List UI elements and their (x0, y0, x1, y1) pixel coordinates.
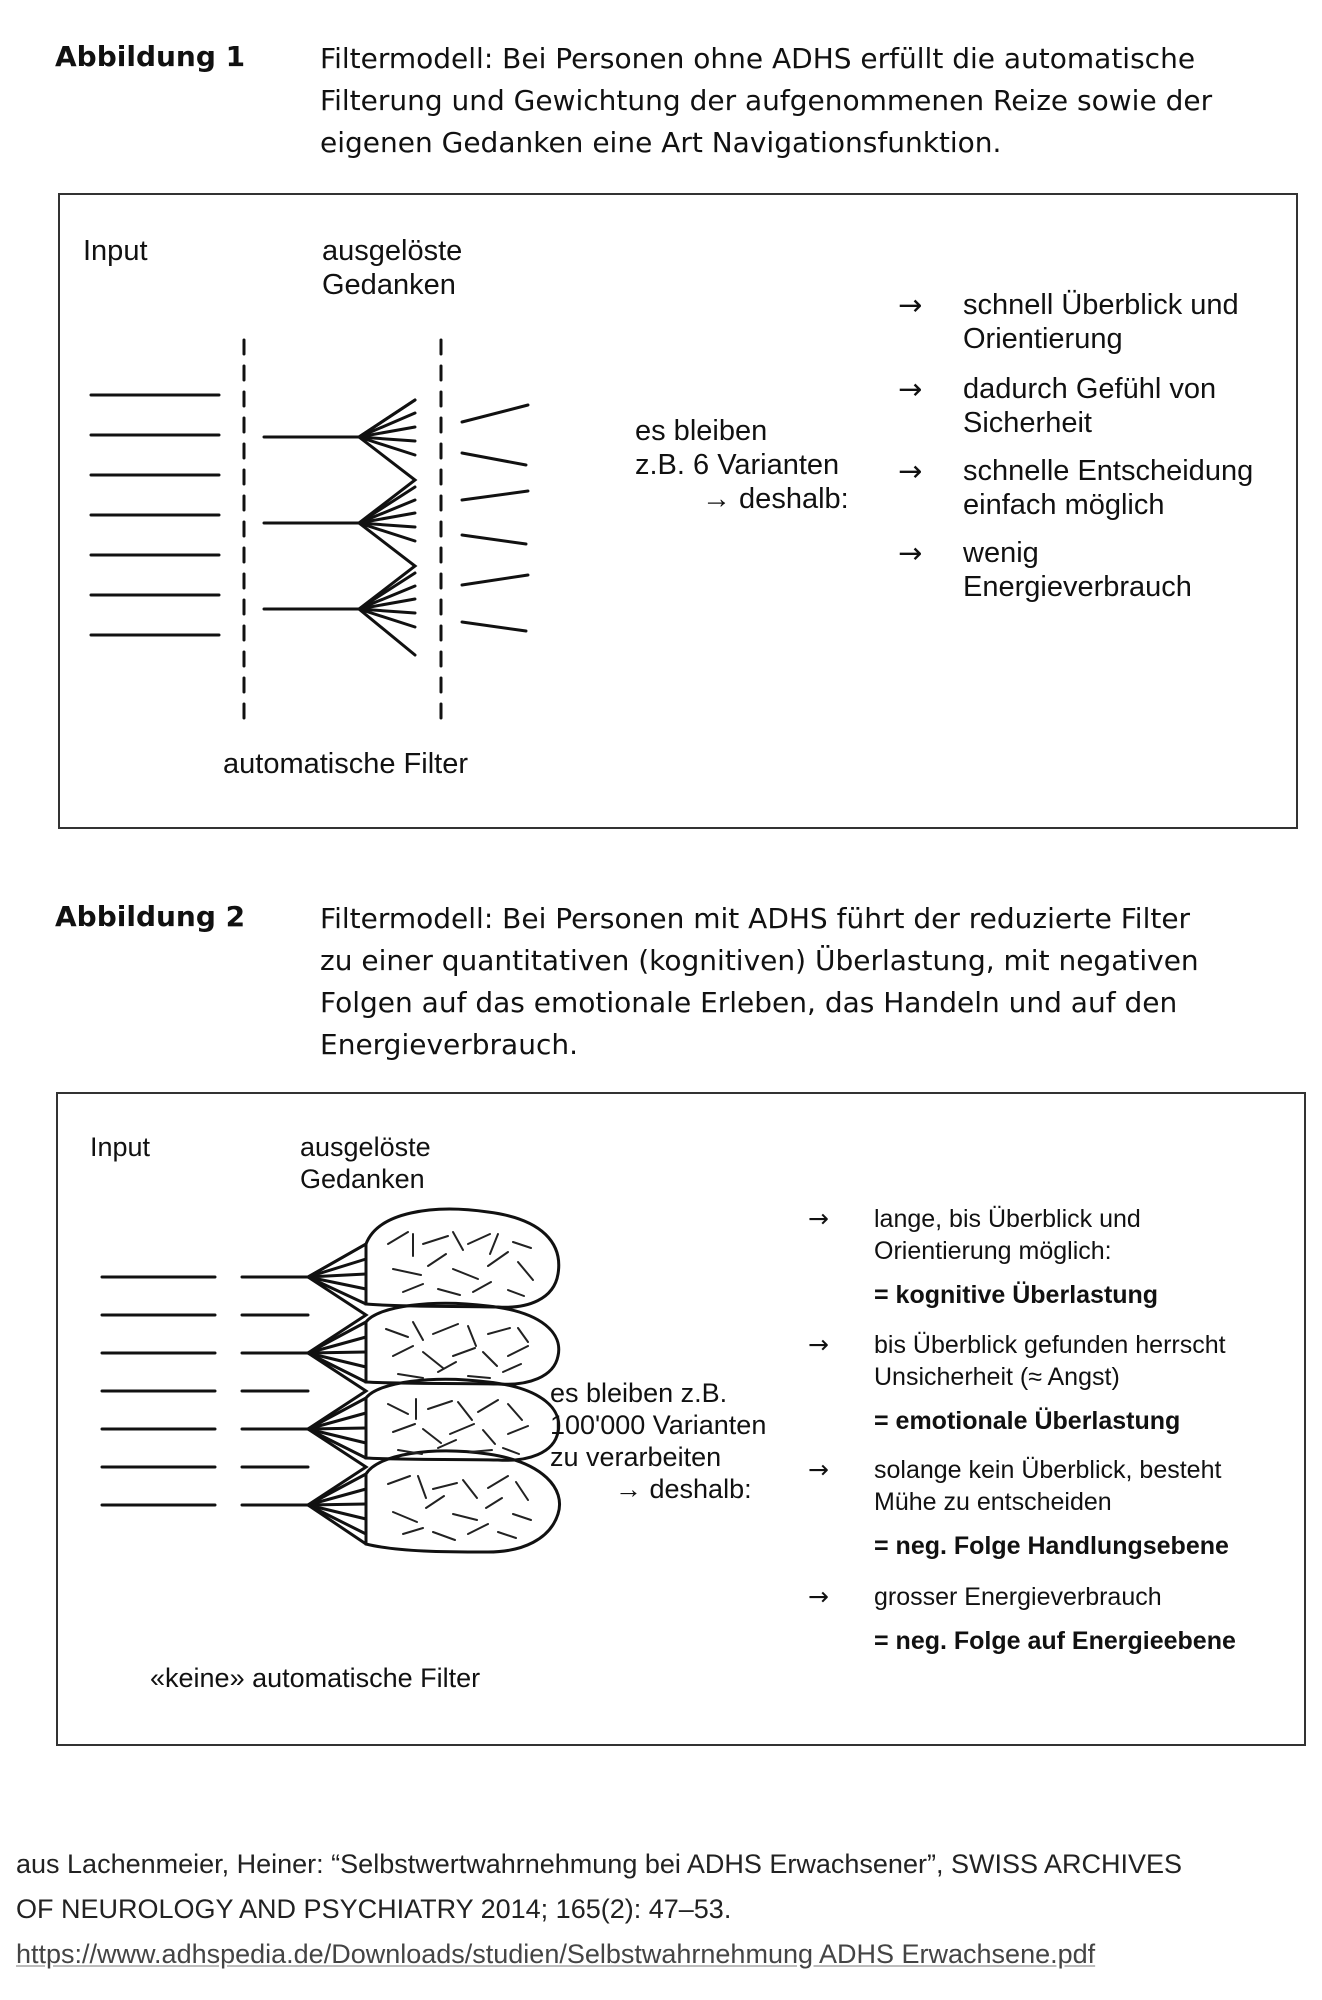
arrow-icon: → (808, 1330, 829, 1359)
figure2-caption: Filtermodell: Bei Personen mit ADHS führ… (320, 898, 1280, 1066)
figure1-caption-line: Filtermodell: Bei Personen ohne ADHS erf… (320, 42, 1196, 75)
consequence-item: wenig Energieverbrauch (963, 537, 1192, 603)
arrow-icon: → (808, 1455, 829, 1484)
source-link[interactable]: https://www.adhspedia.de/Downloads/studi… (16, 1939, 1096, 1969)
figure1-drawing (89, 338, 530, 722)
figure1-caption-line: eigenen Gedanken eine Art Navigationsfun… (320, 126, 1002, 159)
thought-cloud (364, 1377, 561, 1462)
thought-cloud (364, 1449, 561, 1554)
output-line (460, 451, 528, 467)
figure2-caption-line: Filtermodell: Bei Personen mit ADHS führ… (320, 902, 1191, 935)
consequence-item: schnell Überblick und Orientierung (963, 289, 1239, 355)
output-line (460, 489, 530, 502)
input-label: Input (83, 235, 148, 267)
middle-text: es bleiben z.B. 6 Varianten → deshalb: (635, 415, 849, 515)
consequence-result: = neg. Folge auf Energieebene (874, 1627, 1236, 1655)
output-line (460, 533, 528, 546)
zigzag-line (356, 398, 418, 657)
figure1-caption: Filtermodell: Bei Personen ohne ADHS erf… (320, 38, 1280, 164)
thought-cloud (364, 1301, 561, 1386)
consequence-item: schnelle Entscheidung einfach möglich (963, 455, 1254, 521)
consequence-item: solange kein Überblick, besteht Mühe zu … (874, 1456, 1229, 1560)
output-line (460, 403, 530, 424)
source-citation: aus Lachenmeier, Heiner: “Selbstwertwahr… (16, 1842, 1316, 1977)
zigzag-line (305, 1242, 369, 1546)
arrow-icon: → (898, 536, 923, 570)
arrow-icon: → (898, 454, 923, 488)
consequence-item: bis Überblick gefunden herrscht Unsicher… (874, 1331, 1226, 1435)
arrow-icon: → (808, 1582, 829, 1611)
middle-text: es bleiben z.B. 100'000 Varianten zu ver… (550, 1378, 767, 1504)
output-line (460, 573, 530, 587)
filter-label: automatische Filter (223, 748, 468, 780)
figure1-diagram: Input ausgelöste Gedanken automatische F… (58, 193, 1298, 829)
figure1-caption-line: Filterung und Gewichtung der aufgenommen… (320, 84, 1213, 117)
thought-cloud (364, 1207, 561, 1309)
arrow-icon: → (898, 288, 923, 322)
arrow-icon: → (808, 1204, 829, 1233)
figure2-caption-line: Folgen auf das emotionale Erleben, das H… (320, 986, 1178, 1019)
thought-branch (262, 571, 417, 629)
figure2-diagram: Input ausgelöste Gedanken «keine» automa… (56, 1092, 1306, 1746)
output-line (460, 620, 528, 633)
input-label: Input (90, 1132, 151, 1162)
consequence-result: = kognitive Überlastung (874, 1281, 1159, 1309)
source-line: aus Lachenmeier, Heiner: “Selbstwertwahr… (16, 1849, 1183, 1879)
consequence-item: dadurch Gefühl von Sicherheit (963, 373, 1217, 439)
scribbles (385, 1231, 534, 1541)
figure1-label: Abbildung 1 (55, 40, 246, 73)
thoughts-label: ausgelöste Gedanken (300, 1132, 431, 1194)
thought-branch (262, 398, 417, 457)
source-line: OF NEUROLOGY AND PSYCHIATRY 2014; 165(2)… (16, 1894, 732, 1924)
consequence-item: lange, bis Überblick und Orientierung mö… (874, 1205, 1159, 1309)
figure2-caption-line: zu einer quantitativen (kognitiven) Über… (320, 944, 1199, 977)
thought-branch (262, 485, 417, 543)
consequence-item: grosser Energieverbrauch = neg. Folge au… (874, 1583, 1236, 1655)
consequence-result: = neg. Folge Handlungsebene (874, 1532, 1229, 1560)
figure2-caption-line: Energieverbrauch. (320, 1028, 579, 1061)
figure2-drawing (100, 1207, 561, 1554)
figure2-label: Abbildung 2 (55, 900, 246, 933)
filter-label: «keine» automatische Filter (150, 1663, 481, 1693)
thoughts-label: ausgelöste Gedanken (322, 235, 463, 301)
consequence-result: = emotionale Überlastung (874, 1407, 1181, 1435)
arrow-icon: → (898, 372, 923, 406)
